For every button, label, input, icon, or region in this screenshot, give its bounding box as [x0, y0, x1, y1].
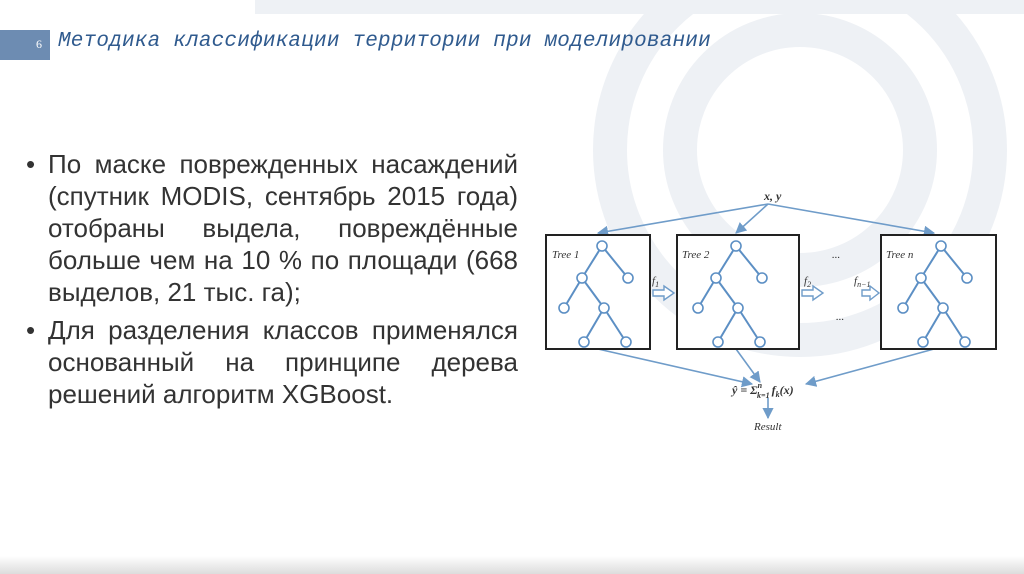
- arrow-input-tree2: [735, 203, 769, 234]
- bullet-item: • По маске поврежденных насаждений (спут…: [26, 148, 518, 308]
- arrow-input-tree1: [596, 203, 769, 237]
- bullet-text: Для разделения классов применялся основа…: [48, 315, 518, 409]
- bullet-dot: •: [26, 149, 36, 179]
- result-label: Result: [753, 421, 782, 433]
- title-rule: [0, 58, 50, 60]
- fn1-label: fn−1: [854, 275, 870, 289]
- bullet-text: По маске поврежденных насаждений (спутни…: [48, 149, 518, 307]
- hollow-arrow-1: [652, 284, 676, 302]
- tree-2-label: Tree 2: [682, 249, 710, 261]
- arrow-tree2-sum: [735, 348, 761, 383]
- xgboost-diagram: x, y Tree 1 Tree 2 Tree n f1 f2 fn−1 ...…: [545, 189, 997, 433]
- slide-number-text: 6: [36, 36, 42, 51]
- bullet-dot: •: [26, 315, 36, 345]
- ellipsis-bottom: ...: [836, 311, 844, 323]
- arrow-tree1-sum: [597, 348, 754, 388]
- arrow-treen-sum: [804, 348, 935, 387]
- hollow-arrow-2: [801, 284, 825, 302]
- slide-title: Методика классификации территории при мо…: [58, 30, 711, 53]
- arrow-input-treen: [767, 203, 936, 237]
- tree-n-box: [880, 234, 997, 350]
- slide-number: 6: [0, 30, 50, 58]
- tree-1-label: Tree 1: [552, 249, 579, 261]
- tree-n-label: Tree n: [886, 249, 914, 261]
- hollow-arrow-n: [861, 284, 881, 302]
- bullet-item: • Для разделения классов применялся осно…: [26, 314, 518, 410]
- bullet-list: • По маске поврежденных насаждений (спут…: [26, 148, 518, 416]
- bottom-bar: [0, 556, 1024, 574]
- f1-label: f1: [652, 275, 659, 289]
- f2-label: f2: [804, 275, 811, 289]
- tree-2-box: [676, 234, 800, 350]
- hollow-arrows: [652, 284, 881, 302]
- input-label: x, y: [763, 189, 782, 203]
- ellipsis-top: ...: [832, 249, 840, 261]
